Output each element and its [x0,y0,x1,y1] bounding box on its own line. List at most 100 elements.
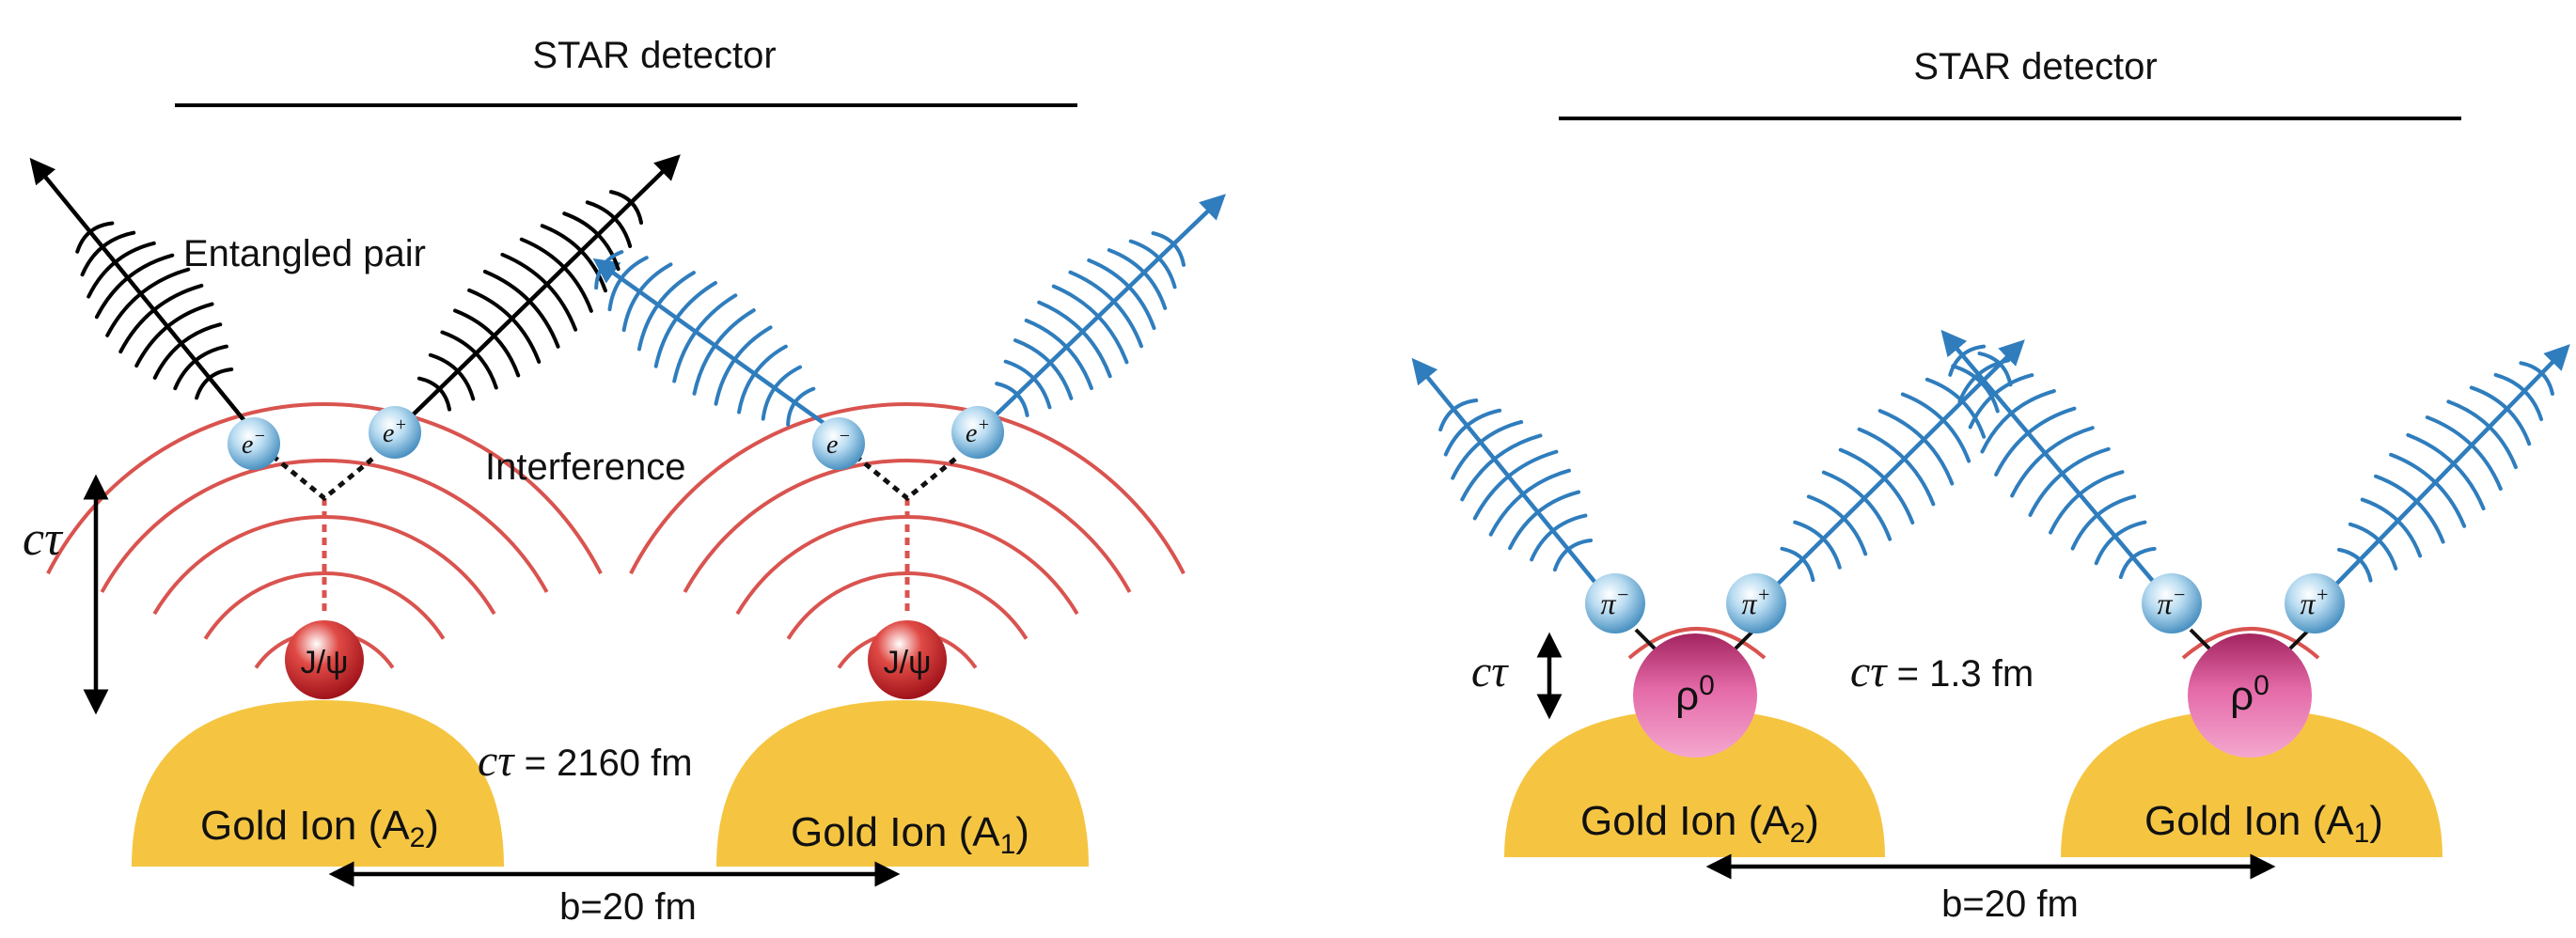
pion-wave-arc [2469,385,2532,446]
positron-wave-arc-blue [1068,270,1143,349]
electron-wave-arc [94,253,175,320]
left-decay-vertex-1 [271,454,378,502]
positron-wave-arc [500,252,578,332]
pion-wave-arc [2389,452,2467,528]
right-pion-minus-1 [1585,573,1645,633]
right-ctau-value: cτ = 1.3 fm [1850,647,2034,696]
pion-wave-arc [1508,490,1581,551]
pion-wave-arc [2519,361,2554,396]
pion-wave-arc [2094,520,2147,566]
pion-wave-arc [1443,408,1502,457]
right-rho-arc-2 [2181,627,2320,660]
pion-wave-arc [1460,433,1543,502]
right-ion-a2-label: Gold Ion (A2) [1580,798,1819,849]
right-gold-ion-a1 [2061,710,2442,857]
left-jpsi-2 [868,620,947,699]
electron-wave-arc-blue [594,250,624,290]
interference-arc [629,402,1186,575]
left-decay-vertex-2 [854,454,961,502]
electron-wave-arc-blue [653,281,717,368]
positron-wave-arc-blue [1013,338,1074,400]
positron-wave-arc-blue [1151,231,1186,267]
pion-wave-arc [1877,409,1955,486]
electron-wave-arc-blue [672,293,738,383]
electron-wave-arc-blue [636,271,696,352]
left-ion-a1-label: Gold Ion (A1) [791,809,1029,860]
positron-wave-arc-blue [995,382,1029,417]
right-impact-label: b=20 fm [1941,883,2079,925]
positron-wave-arc [416,376,452,412]
interference-arc [100,459,549,593]
left-ctau-value: cτ = 2160 fm [478,736,693,786]
positron-wave-arc [428,352,476,401]
positron-wave-arc [467,288,542,364]
pion-wave-arc [1780,546,1815,583]
pion-wave-arc [2070,494,2137,551]
electron-wave-arc [86,241,156,299]
left-electron-1 [228,417,280,470]
pion-wave-arc [1451,419,1524,480]
pion-wave-arc [1472,449,1559,521]
left-gold-ion-a2 [132,700,504,867]
electron-wave-arc [105,267,191,337]
pion-wave-arc [1948,344,1987,377]
electron-wave-arc [118,283,204,354]
right-rho-2-label: ρ0 [2230,670,2270,719]
right-link-1 [1634,628,1657,650]
right-rho-arc-1 [1627,627,1767,660]
right-link-4 [2288,628,2311,650]
interference-arc [786,571,1029,640]
right-pion-plus-2-label: π+ [2301,583,2330,620]
pion-wave-arc [2010,426,2095,498]
interference-arc [203,571,446,640]
pion-wave-arc [2446,399,2518,470]
pion-wave-arc [2374,474,2445,544]
left-wave-packets [75,190,1186,427]
pion-wave-arc [2406,432,2486,510]
entangled-pair-label: Entangled pair [183,233,426,274]
pion-wave-arc [1968,373,2034,430]
interference-arc [683,459,1132,593]
pion-wave-arc [1806,494,1868,556]
positron-wave-arc-blue [1107,248,1168,310]
pion-wave-arc [1900,392,1971,463]
left-electron-2 [812,417,865,470]
right-pion-plus-1 [1726,573,1786,633]
positron-wave-arc-blue [1024,318,1093,391]
left-ctau-symbol: cτ [23,512,64,566]
electron-wave-arc-blue [714,325,773,406]
electron-wave-arc [195,367,234,400]
electron-wave-arc [134,302,214,368]
positron-wave-arc [608,190,644,226]
positron-wave-arc [440,330,498,390]
positron-wave-arc-blue [1128,239,1177,289]
pion-wave-arc [1951,364,2000,414]
left-jpsi-1 [285,620,364,699]
right-rho-2 [2188,633,2312,758]
pion-wave-arc [1821,470,1893,541]
right-link-3 [2189,628,2211,650]
left-positron-track [393,154,681,434]
right-pion-plus-2 [2285,573,2345,633]
right-rho-1 [1633,633,1757,758]
positron-wave-arc-blue [1087,258,1156,331]
left-jpsi-2-label: J/ψ [884,645,932,680]
positron-wave-arc [482,269,560,349]
pion-wave-arc [2493,372,2544,422]
left-ion-a2-label: Gold Ion (A2) [200,803,439,853]
pion-wave-arc [2118,546,2157,580]
right-panel: STAR detector Gold Ion (A2) Gold Ion (A1… [1411,46,2570,925]
electron-wave-arc-blue [786,386,816,427]
electron-wave-arc [80,230,136,277]
interference-label: Interference [485,446,685,488]
positron-wave-arc-blue [1003,359,1052,410]
pion-wave-arc [2336,547,2373,583]
left-jpsi-1-label: J/ψ [301,645,349,680]
electron-wave-arc-blue [761,365,802,421]
electron-wave-arc [173,344,228,391]
pion-wave-arc [1552,539,1594,572]
electron-wave-arc [152,322,223,380]
pion-wave-arc [1957,358,2011,404]
pion-wave-arc [1980,389,2056,454]
positron-wave-arc [519,237,593,313]
